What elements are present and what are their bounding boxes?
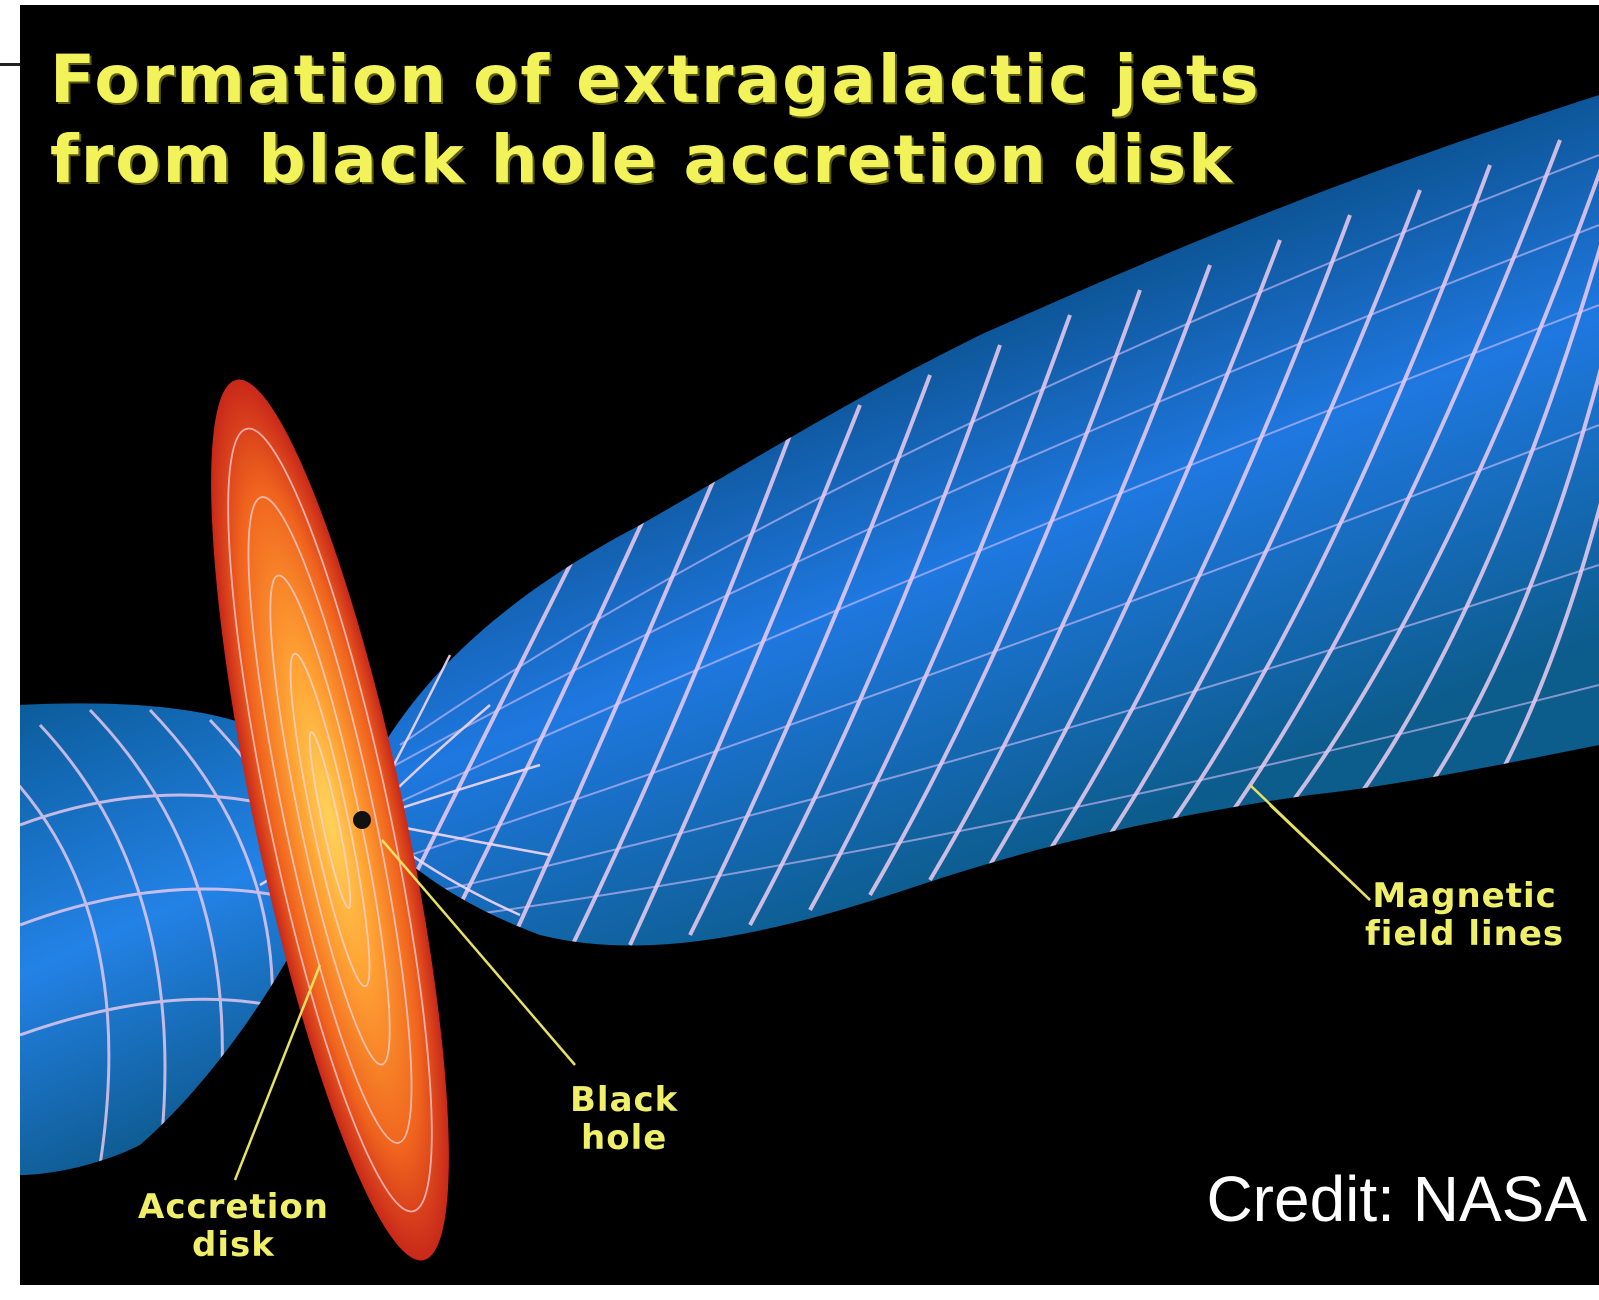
magnetic-label-line-2: field lines [1365, 914, 1565, 954]
accretion-disk-label: Accretion disk [138, 1188, 329, 1264]
credit-text: Credit: NASA [1206, 1163, 1587, 1235]
magnetic-label-line-1: Magnetic [1372, 876, 1557, 916]
title-line-2: from black hole accretion disk [50, 121, 1235, 198]
jet-diagram-svg [20, 95, 1599, 1261]
right-jet-cross-lines [350, 154, 1599, 916]
right-jet [350, 95, 1599, 946]
black-hole-label: Black hole [570, 1081, 678, 1157]
accretion-label-line-1: Accretion [138, 1187, 329, 1227]
magnetic-field-lines-label: Magnetic field lines [1365, 877, 1564, 953]
black-hole-core [353, 811, 371, 829]
black-hole-label-line-1: Black [570, 1080, 679, 1120]
corner-rule [0, 63, 28, 66]
jet-illustration: Formation of extragalactic jets from bla… [20, 5, 1599, 1285]
accretion-label-line-2: disk [192, 1225, 275, 1265]
figure-title: Formation of extragalactic jets from bla… [50, 40, 1261, 200]
right-jet-field-lines [398, 95, 1599, 946]
title-line-1: Formation of extragalactic jets [50, 41, 1261, 118]
label-pointers [233, 784, 1371, 1181]
black-hole-label-line-2: hole [581, 1118, 668, 1158]
